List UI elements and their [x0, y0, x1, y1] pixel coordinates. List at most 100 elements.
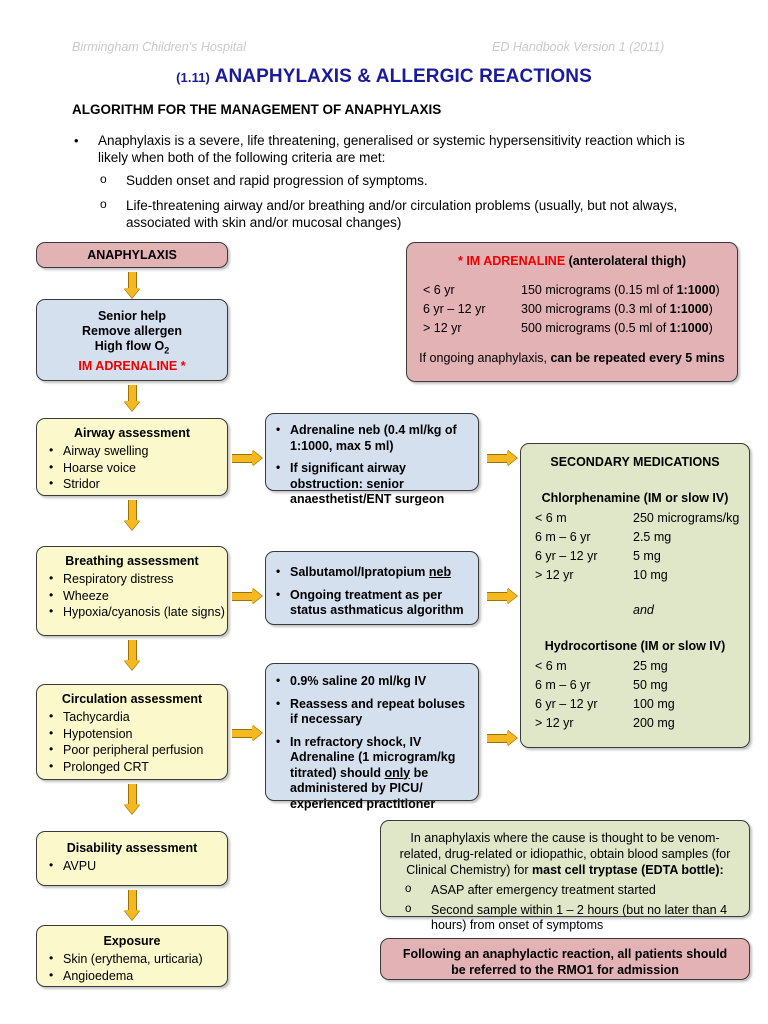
list-item: • Tachycardia	[47, 709, 227, 726]
breathing-assessment-box: Breathing assessment •Respiratory distre…	[36, 546, 228, 636]
list-item: •Hypoxia/cyanosis (late signs)	[47, 604, 227, 621]
dose-age: 6 m – 6 yr	[535, 678, 591, 692]
bullet-disc-icon: •	[276, 422, 281, 436]
circulation-item-text: Hypotension	[63, 726, 133, 741]
bullet-disc-icon: •	[49, 967, 54, 982]
bullet-circle-icon: o	[100, 196, 107, 211]
list-item: o ASAP after emergency treatment started	[401, 883, 735, 898]
breathing-action-list: •Salbutamol/Ipratopium neb • Ongoing trea…	[266, 552, 478, 619]
breathing-item-text: Wheeze	[63, 588, 109, 603]
initial-management-box: Senior help Remove allergen High flow O2…	[36, 299, 228, 381]
tryptase-paragraph-pre: In anaphylaxis where the cause is though…	[399, 831, 731, 877]
airway-action-box: • Adrenaline neb (0.4 ml/kg of 1:1000, ma…	[265, 413, 479, 506]
list-item: •0.9% saline 20 ml/kg IV	[274, 673, 468, 690]
intro-sub-text: Sudden onset and rapid progression of sy…	[126, 173, 428, 188]
initial-line-1: Senior help	[97, 309, 167, 323]
list-item: •Airway swelling	[47, 443, 227, 460]
circulation-item-text: Tachycardia	[63, 710, 130, 724]
circulation-action-text: 0.9% saline 20 ml/kg IV	[290, 674, 427, 688]
breathing-title: Breathing assessment	[65, 554, 199, 568]
dose-amount: 500 micrograms (0.5 ml of 1:1000)	[521, 321, 713, 335]
circulation-action-text: be administered by PICU/ experienced pra…	[290, 765, 436, 811]
o2-subscript: 2	[164, 345, 170, 356]
bullet-disc-icon: •	[49, 951, 54, 965]
im-adrenaline-panel: * IM ADRENALINE (anterolateral thigh) < …	[406, 242, 738, 382]
bullet-disc-icon: •	[276, 460, 281, 474]
intro-main-text: Anaphylaxis is a severe, life threatenin…	[98, 133, 685, 165]
breathing-item-text: Hypoxia/cyanosis (late signs)	[63, 605, 225, 619]
tryptase-bullets: o ASAP after emergency treatment started…	[381, 878, 749, 933]
list-item: •Respiratory distress	[47, 571, 227, 588]
arrow-right-icon	[232, 450, 262, 467]
dose-amount: 25 mg	[633, 659, 668, 673]
dose-amount: 150 micrograms (0.15 ml of 1:1000)	[521, 283, 720, 297]
im-adrenaline-footer: If ongoing anaphylaxis, can be repeated …	[407, 338, 737, 366]
bullet-disc-icon: •	[276, 564, 281, 578]
breathing-action-underline: neb	[428, 565, 452, 579]
intro-section: • Anaphylaxis is a severe, life threaten…	[70, 132, 690, 239]
airway-assessment-box: Airway assessment •Airway swelling •Hoar…	[36, 418, 228, 496]
bullet-disc-icon: •	[49, 725, 54, 740]
list-item: •Poor peripheral perfusion	[47, 742, 227, 759]
bullet-disc-icon: •	[49, 587, 54, 602]
dose-age: 6 yr – 12 yr	[535, 549, 598, 563]
tryptase-bullet-text: ASAP after emergency treatment started	[431, 883, 656, 897]
table-row: 6 m – 6 yr 50 mg	[535, 676, 749, 695]
circulation-action-underline: only	[384, 765, 411, 780]
dose-age: < 6 yr	[423, 283, 455, 297]
airway-action-text: If significant airway obstruction: senio…	[290, 461, 445, 506]
bullet-disc-icon: •	[49, 459, 54, 474]
exposure-title: Exposure	[103, 934, 161, 948]
dose-age: < 6 m	[535, 659, 567, 673]
disability-assessment-box: Disability assessment •AVPU	[36, 831, 228, 886]
section-number: (1.11)	[176, 70, 210, 85]
intro-sub-bullet: o Sudden onset and rapid progression of …	[70, 172, 690, 190]
bullet-disc-icon: •	[49, 476, 54, 490]
dose-amount: 10 mg	[633, 568, 668, 582]
airway-list: •Airway swelling •Hoarse voice •Stridor	[37, 443, 227, 493]
drug-conjunction: and	[633, 603, 654, 617]
page-title-text: ANAPHYLAXIS & ALLERGIC REACTIONS	[214, 66, 592, 87]
dose-amount: 300 micrograms (0.3 ml of 1:1000)	[521, 302, 713, 316]
algorithm-heading: ALGORITHM FOR THE MANAGEMENT OF ANAPHYLA…	[72, 102, 442, 117]
disability-title: Disability assessment	[66, 841, 198, 855]
dose-amount: 200 mg	[633, 716, 675, 730]
list-item: •Salbutamol/Ipratopium neb	[274, 564, 468, 581]
dose-age: > 12 yr	[535, 716, 574, 730]
circulation-item-text: Prolonged CRT	[63, 759, 149, 774]
circulation-title: Circulation assessment	[61, 692, 203, 706]
arrow-down-icon	[124, 272, 141, 298]
dose-amount: 50 mg	[633, 678, 668, 692]
list-item: •Skin (erythema, urticaria)	[47, 951, 227, 968]
list-item: • Wheeze	[47, 587, 227, 605]
dose-age: 6 yr – 12 yr	[535, 697, 598, 711]
intro-sub-text: Life-threatening airway and/or breathing…	[126, 197, 678, 231]
initial-line-2: Remove allergen	[81, 324, 183, 338]
arrow-right-icon	[232, 588, 262, 605]
bullet-disc-icon: •	[49, 709, 54, 723]
admission-panel: Following an anaphylactic reaction, all …	[380, 938, 750, 980]
dose-age: 6 yr – 12 yr	[423, 302, 486, 316]
airway-action-text: Adrenaline neb (0.4 ml/kg of 1:1000, max…	[290, 423, 457, 453]
breathing-action-text: Ongoing treatment as per status asthmati…	[290, 587, 464, 618]
tryptase-paragraph-bold: mast cell tryptase (EDTA bottle):	[532, 863, 724, 877]
dose-age: 6 m – 6 yr	[535, 530, 591, 544]
list-item: • Ongoing treatment as per status asthmat…	[274, 586, 468, 619]
bullet-disc-icon: •	[276, 586, 281, 601]
arrow-down-icon	[124, 784, 141, 814]
list-item: •Prolonged CRT	[47, 759, 227, 776]
tryptase-panel: In anaphylaxis where the cause is though…	[380, 820, 750, 932]
high-flow-o2-text: High flow O	[94, 339, 165, 353]
intro-sub-bullet: o Life-threatening airway and/or breathi…	[70, 197, 690, 232]
circulation-assessment-box: Circulation assessment • Tachycardia • Hyp…	[36, 684, 228, 780]
secondary-medications-panel: SECONDARY MEDICATIONS Chlorphenamine (IM…	[520, 443, 750, 748]
list-item: •Stridor	[47, 476, 227, 493]
bullet-disc-icon: •	[276, 733, 281, 748]
bullet-disc-icon: •	[276, 695, 281, 710]
arrow-right-icon	[487, 588, 517, 605]
circulation-action-text: Reassess and repeat boluses if necessary	[290, 696, 466, 727]
